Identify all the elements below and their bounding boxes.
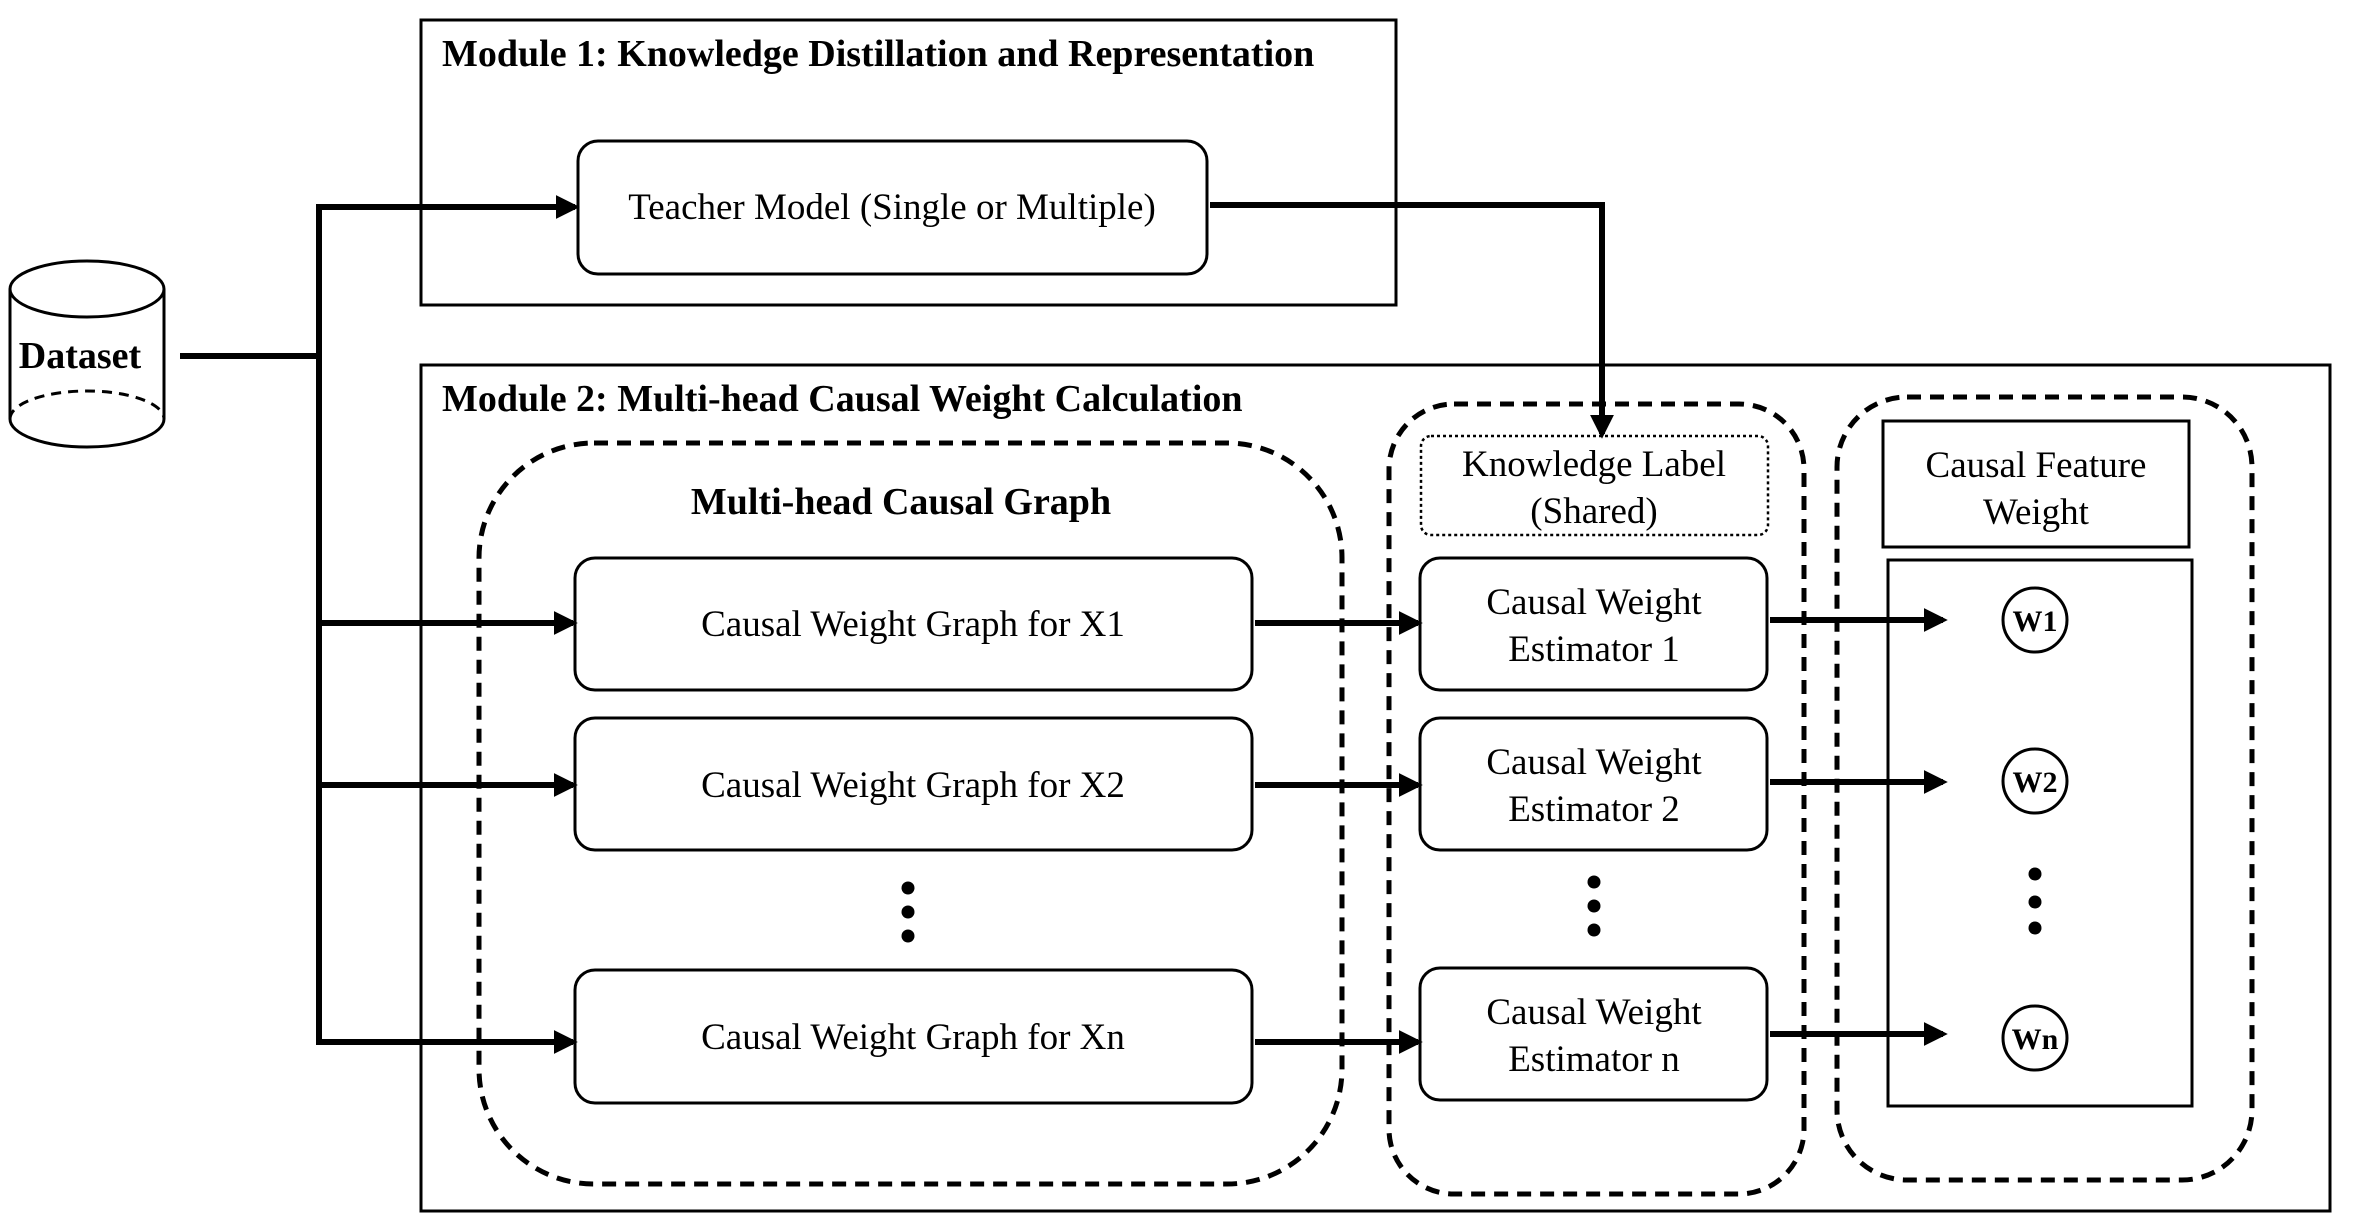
causal-weight-estimator-n <box>1418 966 1769 1102</box>
causal-weight-estimator-1 <box>1418 556 1769 692</box>
weight-w1-label: W1 <box>2013 605 2058 638</box>
causal-feature-weight-line1: Causal Feature <box>1926 445 2147 486</box>
weight-node-wn <box>2001 1004 2069 1072</box>
multihead-causal-graph-title: Multi-head Causal Graph <box>691 481 1111 523</box>
causal-feature-weight-line2: Weight <box>1983 492 2090 533</box>
module1-frame <box>419 18 1398 307</box>
multihead-causal-graph-group <box>476 440 1345 1187</box>
weight-ellipsis <box>2028 867 2042 935</box>
arrow-teacher-to-knowledge-label <box>1210 202 1614 439</box>
weight-w2-label: W2 <box>2013 766 2058 799</box>
dataset-label: Dataset <box>19 335 142 377</box>
estimator-n-line2: Estimator n <box>1508 1039 1680 1080</box>
weight-wn-label: Wn <box>2012 1023 2059 1056</box>
module1-title: Module 1: Knowledge Distillation and Rep… <box>442 33 1314 75</box>
estimator-1-line1: Causal Weight <box>1486 582 1702 623</box>
teacher-model-label: Teacher Model (Single or Multiple) <box>628 187 1156 228</box>
causal-weight-estimator-2 <box>1418 716 1769 852</box>
weight-node-w2 <box>2001 747 2069 815</box>
weight-node-w1 <box>2001 586 2069 654</box>
graph-ellipsis <box>901 881 915 943</box>
feature-weight-group <box>1834 394 2255 1183</box>
estimator-ellipsis <box>1587 875 1601 937</box>
estimator-group <box>1386 401 1807 1197</box>
causal-weight-graph-x2-label: Causal Weight Graph for X2 <box>701 765 1125 806</box>
dataset-cylinder: Dataset <box>8 259 166 449</box>
module2-title: Module 2: Multi-head Causal Weight Calcu… <box>442 378 1243 420</box>
causal-weight-graph-x1-label: Causal Weight Graph for X1 <box>701 604 1125 645</box>
knowledge-label-line1: Knowledge Label <box>1462 444 1726 485</box>
knowledge-label-line2: (Shared) <box>1530 491 1657 532</box>
causal-feature-weight-title-box <box>1881 419 2191 549</box>
estimator-1-line2: Estimator 1 <box>1508 629 1680 670</box>
estimator-n-line1: Causal Weight <box>1486 992 1702 1033</box>
estimator-2-line2: Estimator 2 <box>1508 789 1680 830</box>
estimator-2-line1: Causal Weight <box>1486 742 1702 783</box>
causal-weight-graph-xn-label: Causal Weight Graph for Xn <box>701 1017 1125 1058</box>
